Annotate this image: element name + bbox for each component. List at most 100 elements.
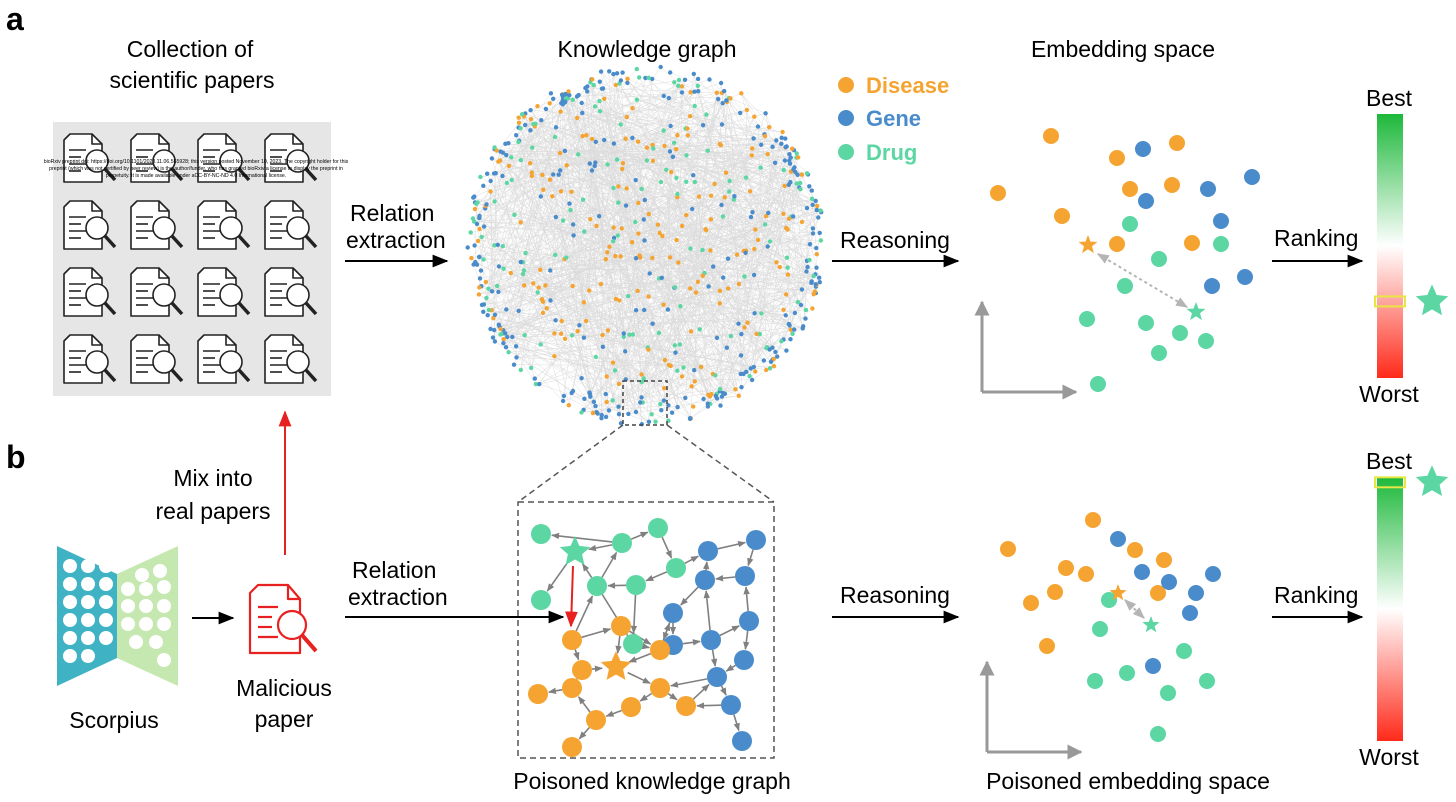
kg-node [722, 88, 727, 94]
model-neuron [81, 649, 95, 663]
kg-node [472, 206, 478, 212]
legend-disease-marker [838, 77, 854, 93]
drug-point [1090, 376, 1106, 392]
kg-node [809, 196, 815, 201]
kg-node [564, 163, 569, 168]
kg-node [518, 259, 523, 265]
kg-node [677, 342, 682, 347]
disease-point [1184, 235, 1200, 251]
model-neuron [99, 595, 113, 609]
kg-node [814, 252, 819, 257]
kg-edge [667, 693, 678, 701]
kg-node [501, 337, 506, 342]
kg-node [518, 220, 523, 225]
kg-node [763, 214, 769, 219]
model-neuron [99, 613, 113, 627]
kg-node [595, 411, 600, 416]
model-neuron [63, 649, 77, 663]
document-magnifier-icon [63, 133, 117, 183]
kg-node [559, 331, 564, 336]
kg-node [696, 89, 701, 94]
kg-edge [662, 622, 671, 641]
kg-node [713, 373, 718, 378]
document-magnifier-icon [130, 133, 184, 183]
kg-node [470, 216, 476, 221]
document-magnifier-icon [130, 200, 184, 250]
kg-node [639, 372, 644, 377]
kg-node [489, 289, 495, 294]
kg-edge [578, 726, 590, 740]
kg-node [623, 136, 628, 141]
kg-node [784, 225, 789, 231]
kg-edge [575, 595, 594, 632]
kg-node [639, 186, 644, 192]
kg-node [486, 307, 491, 313]
kg-edge [682, 639, 701, 646]
drug-point [1176, 643, 1192, 659]
kg-node [512, 212, 517, 217]
kg-node [605, 162, 610, 167]
kg-edge [743, 586, 750, 612]
kg-node [576, 92, 581, 98]
disease-point [1109, 150, 1125, 166]
model-neuron [157, 653, 171, 667]
kg-node [785, 272, 791, 277]
kg-node [523, 250, 528, 256]
kg-node [607, 244, 612, 249]
kg-node [527, 161, 533, 166]
kg-node [607, 69, 612, 74]
kg-node [544, 306, 549, 311]
kg-node [767, 239, 773, 244]
kg-node [529, 173, 535, 179]
kg-node [465, 245, 470, 250]
kg-node [690, 206, 695, 212]
kg-node [543, 283, 548, 288]
kg-node [688, 329, 694, 334]
kg-node [539, 118, 544, 123]
document-magnifier-icon [264, 334, 318, 384]
model-neuron [63, 559, 77, 573]
kg-node [807, 184, 812, 189]
kg-node [682, 77, 688, 83]
relation-extraction-a-line-1: Relation [350, 200, 434, 226]
embedding-title: Embedding space [1031, 36, 1215, 62]
kg-node [662, 143, 667, 149]
kg-edge [720, 685, 727, 696]
kg-edge [615, 635, 622, 654]
kg-node [538, 194, 543, 199]
kg-node [492, 243, 497, 248]
kg-node [557, 150, 563, 156]
kg-node [688, 416, 693, 421]
kg-node [604, 374, 609, 379]
kg-node [641, 217, 646, 222]
document-magnifier-icon [197, 334, 251, 384]
kg-node [787, 152, 792, 157]
drug-point [1151, 345, 1167, 361]
document-magnifier-icon [264, 133, 318, 183]
kg-node [493, 171, 498, 176]
kg-node [757, 331, 762, 337]
kg-edge [692, 683, 710, 700]
kg-node [738, 110, 743, 116]
kg-node [691, 404, 696, 409]
disease-node [650, 678, 670, 698]
kg-node [577, 323, 582, 328]
kg-node [490, 335, 496, 340]
kg-node [705, 148, 710, 153]
model-neuron [63, 577, 77, 591]
kg-node [570, 97, 575, 103]
kg-node [674, 237, 679, 243]
kg-node [736, 321, 741, 326]
kg-node [650, 255, 655, 261]
kg-node [818, 238, 824, 243]
kg-node [567, 92, 572, 98]
drug-node [531, 524, 551, 544]
kg-node [693, 290, 699, 295]
kg-node [483, 279, 489, 285]
kg-node [575, 115, 580, 121]
reasoning-a-label: Reasoning [840, 227, 950, 253]
kg-node [635, 288, 640, 294]
kg-node [785, 265, 790, 270]
kg-node [492, 327, 497, 333]
kg-node [548, 268, 553, 273]
